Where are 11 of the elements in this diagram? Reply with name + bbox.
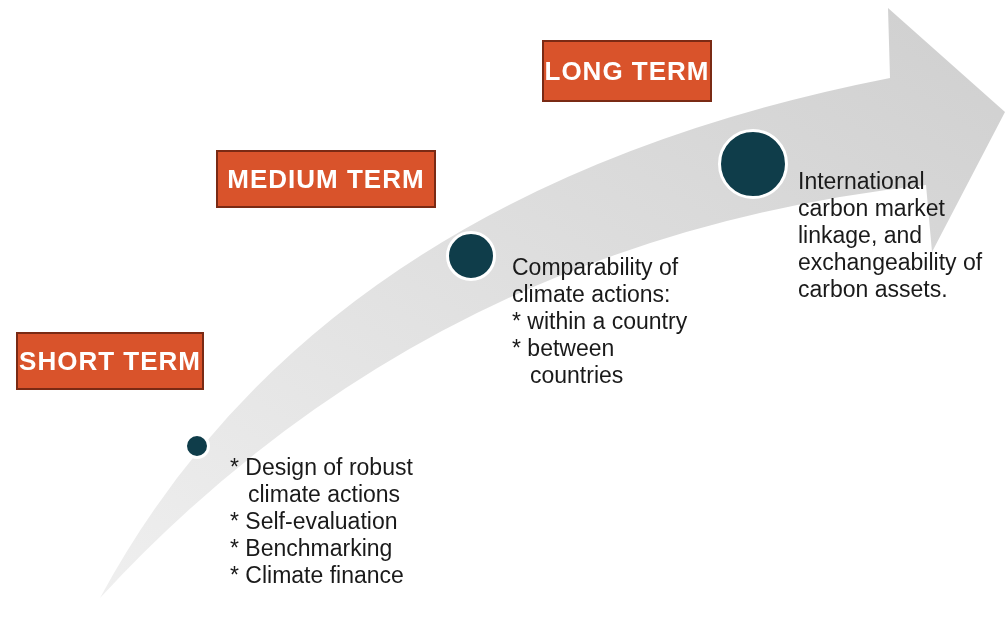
milestone-text: * Self-evaluation — [230, 508, 399, 535]
milestone-text: Comparability of climate actions: — [512, 254, 680, 308]
stage-box: MEDIUM TERM — [216, 150, 436, 208]
milestone-text: * Climate finance — [230, 562, 405, 589]
milestone-text: * Design of robust climate actions — [230, 454, 414, 508]
milestone-text: International carbon market linkage, and exchangeability of carbon assets. — [798, 168, 984, 303]
stage-box: SHORT TERM — [16, 332, 204, 390]
stage-box: LONG TERM — [542, 40, 712, 102]
milestone-text: * between countries — [512, 335, 625, 389]
milestone-text: * Benchmarking — [230, 535, 394, 562]
milestone-text: * within a country — [512, 308, 689, 335]
